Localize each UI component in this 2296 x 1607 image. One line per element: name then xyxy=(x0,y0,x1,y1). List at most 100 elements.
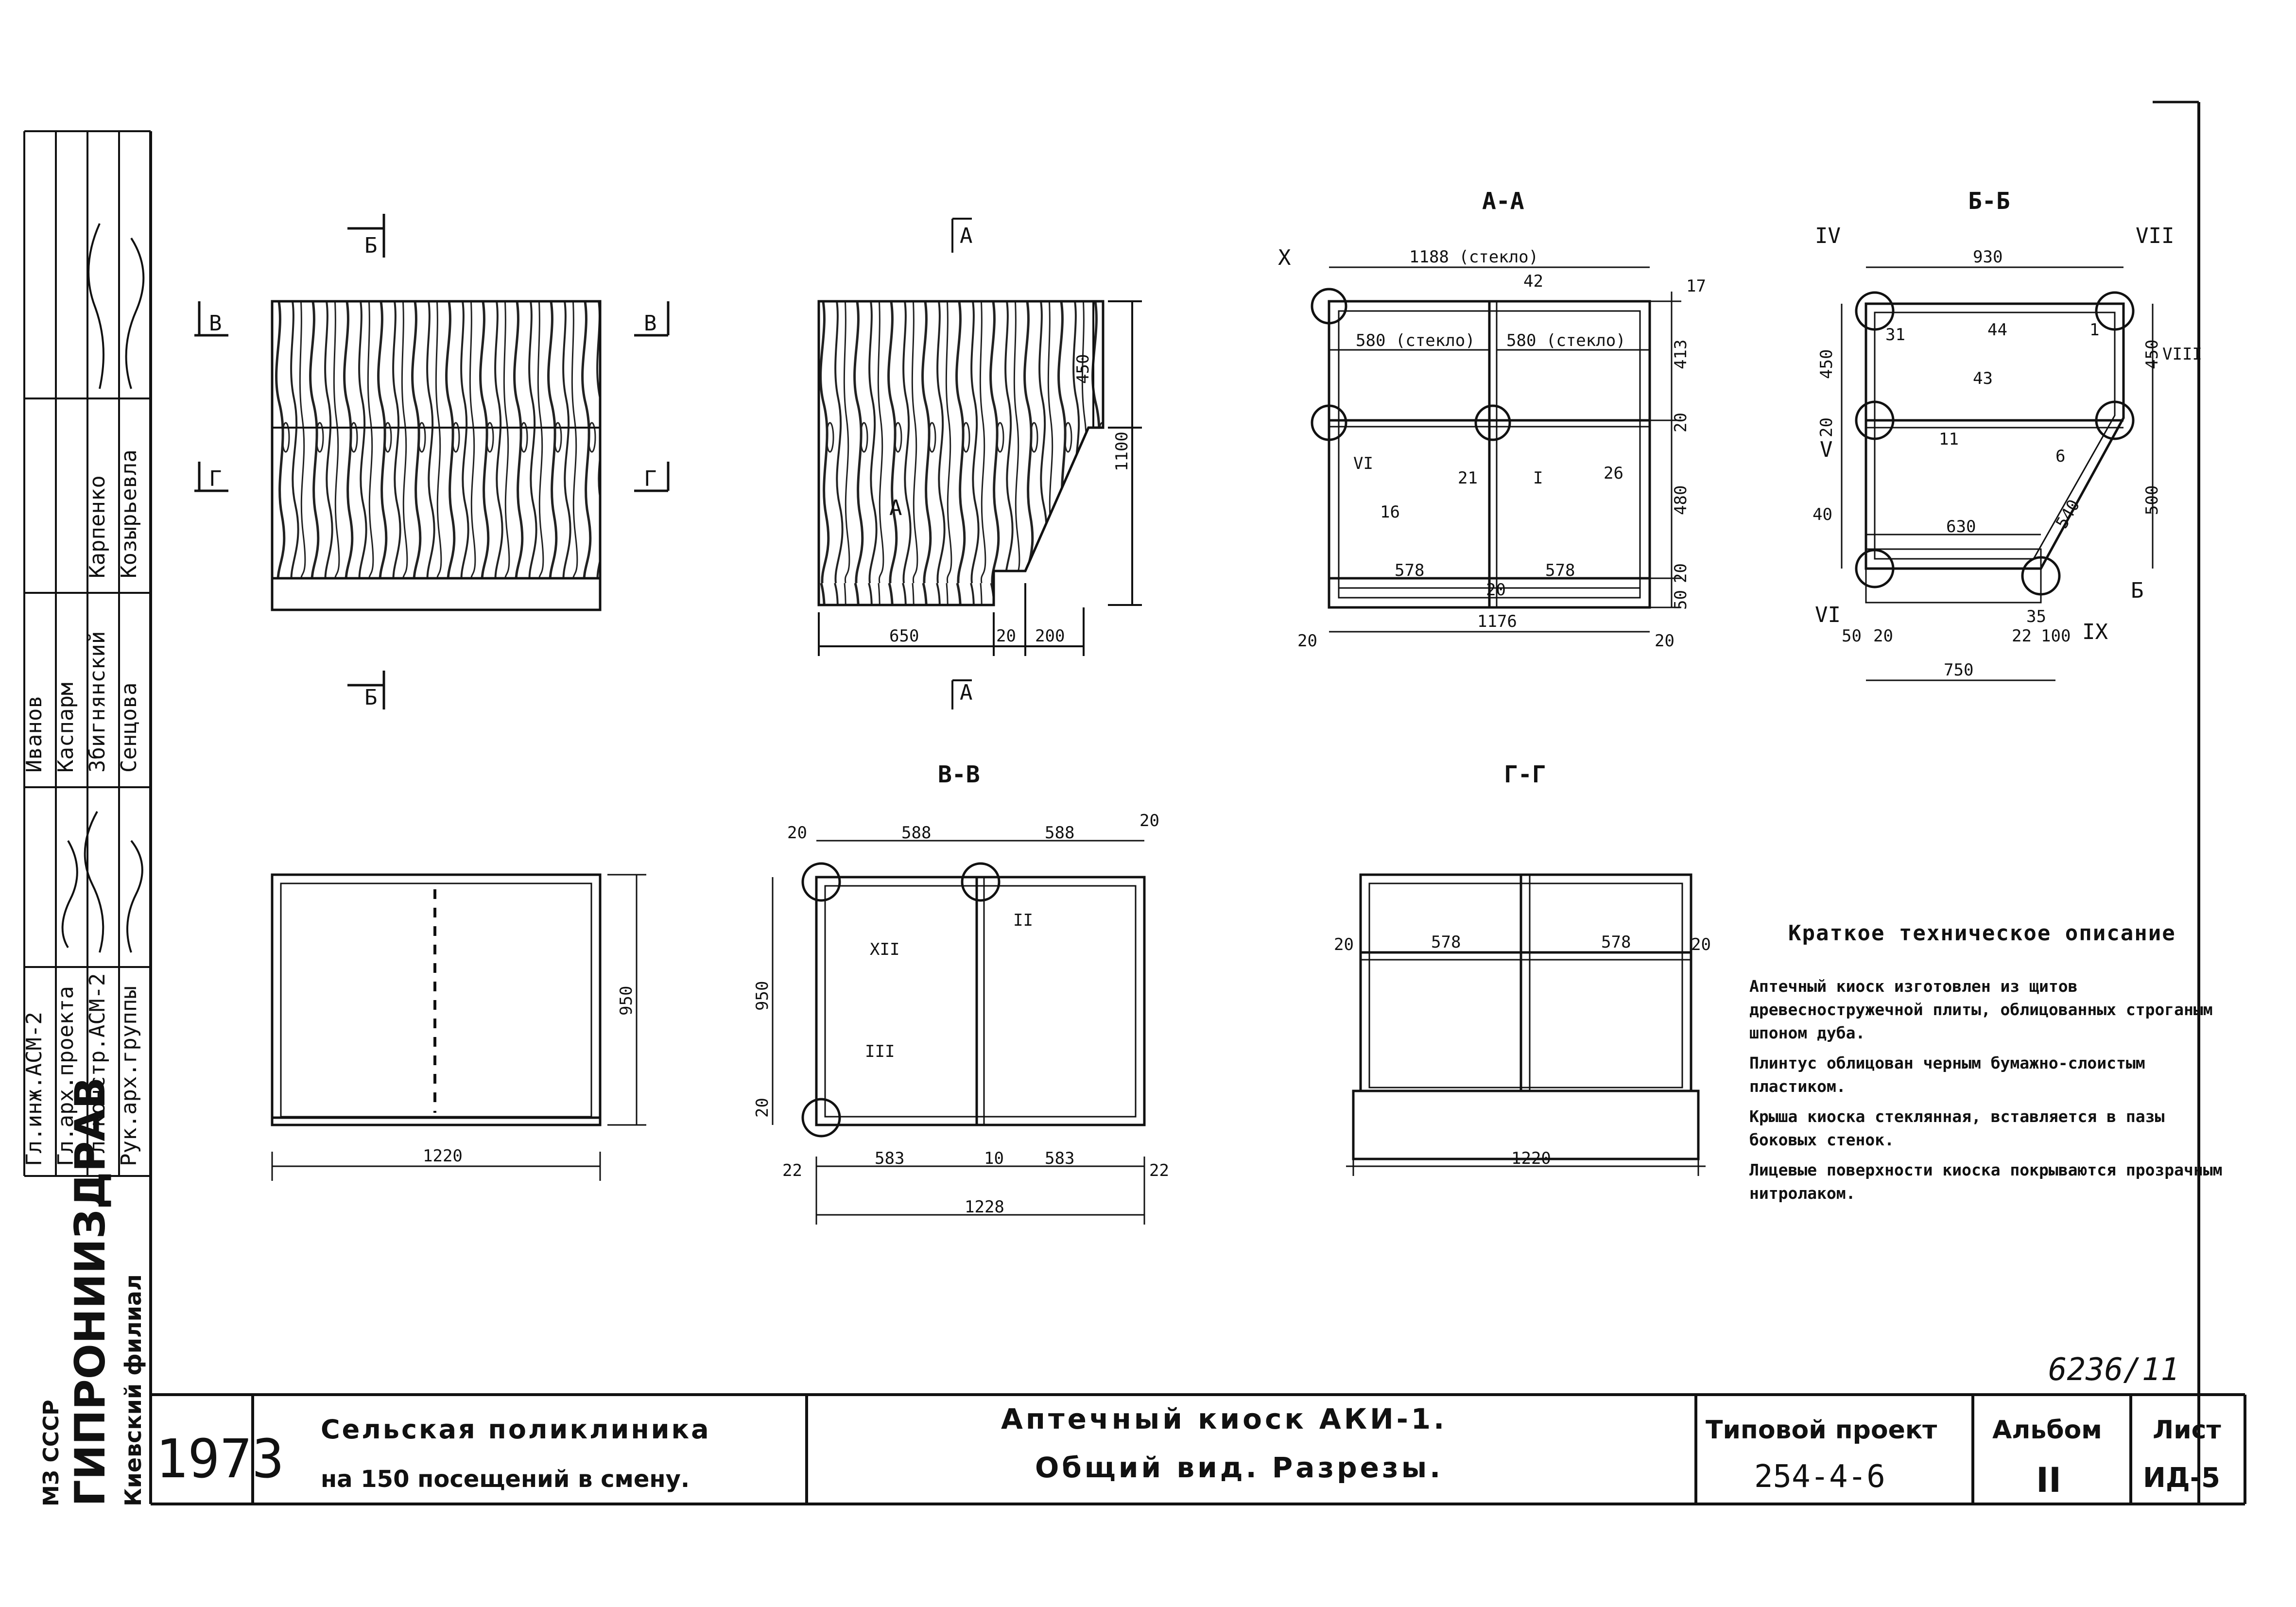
aa-d480: 480 xyxy=(1671,485,1691,515)
aa-glass-total: 1188 (стекло) xyxy=(1409,247,1538,267)
bb-n-v: V xyxy=(1820,437,1833,462)
aa-p26: 26 xyxy=(1604,464,1623,483)
bb-p40: 40 xyxy=(1813,505,1832,524)
bb-d930: 930 xyxy=(1973,247,2003,267)
vv-d22b: 22 xyxy=(1149,1161,1169,1180)
cut-b-top: Б xyxy=(364,233,378,258)
tb-typical-label: Типовой проект xyxy=(1706,1416,1937,1445)
bb-p31: 31 xyxy=(1885,325,1905,345)
side-view: А А 450 1100 650 20 200 А xyxy=(817,218,1142,709)
vv-n-xii: XII xyxy=(870,940,899,959)
tb-project-line2: на 150 посещений в смену. xyxy=(321,1466,690,1493)
section-vv: В-В 20 588 588 20 950 20 22 583 10 583 2… xyxy=(753,761,1169,1225)
vv-d22a: 22 xyxy=(782,1161,802,1180)
side-dim-650: 650 xyxy=(889,626,919,646)
aa-w20r: 20 xyxy=(1655,631,1675,651)
side-dim-200: 200 xyxy=(1035,626,1065,646)
vv-n-iii: III xyxy=(865,1042,895,1061)
bb-p43: 43 xyxy=(1973,369,1993,388)
aa-p21: 21 xyxy=(1458,468,1478,488)
stamp-name-3: Каспарм xyxy=(53,683,78,773)
back-view: 1220 950 xyxy=(271,873,646,1181)
aa-d20b: 20 xyxy=(1671,563,1691,583)
gg-d20a: 20 xyxy=(1334,935,1354,954)
vv-n-ii: II xyxy=(1013,911,1033,930)
tb-drawing-line2: Общий вид. Разрезы. xyxy=(1035,1451,1443,1484)
bb-n-ix: IX xyxy=(2082,620,2108,644)
vv-d588b: 588 xyxy=(1045,823,1074,843)
cut-a-bottom: А xyxy=(960,680,973,705)
description-paragraph-4: Лицевые поверхности киоска покрываются п… xyxy=(1749,1160,2223,1203)
cut-g-right: Г xyxy=(644,467,657,491)
bb-p11: 11 xyxy=(1939,430,1959,449)
side-dim-450: 450 xyxy=(1073,354,1093,384)
tb-sheet-value: ИД-5 xyxy=(2143,1462,2220,1494)
stamp-role-1: Рук.арх.группы xyxy=(117,986,141,1166)
aa-node-vi: VI xyxy=(1353,454,1373,473)
side-mark-a: А xyxy=(889,496,902,520)
stamp-name-1: Сенцова xyxy=(117,683,141,773)
bb-d100: 100 xyxy=(2041,626,2071,646)
aa-d20a: 20 xyxy=(1671,413,1691,432)
tb-sheet-label: Лист xyxy=(2153,1416,2221,1445)
vv-d950: 950 xyxy=(753,981,772,1011)
vv-d583b: 583 xyxy=(1045,1149,1074,1168)
vv-d588a: 588 xyxy=(901,823,931,843)
aa-w1176: 1176 xyxy=(1477,612,1517,631)
description-heading: Краткое техническое описание xyxy=(1788,921,2176,946)
bb-p6: 6 xyxy=(2055,447,2065,466)
back-d950: 950 xyxy=(617,986,636,1016)
bb-n-b: Б xyxy=(2131,578,2144,603)
tb-drawing-line1: Аптечный киоск АКИ-1. xyxy=(1001,1402,1447,1435)
tb-project-line1: Сельская поликлиника xyxy=(321,1414,711,1445)
section-vv-title: В-В xyxy=(938,761,980,788)
aa-d50: 50 xyxy=(1671,590,1691,610)
bb-d630: 630 xyxy=(1946,517,1976,536)
aa-p16: 16 xyxy=(1380,502,1400,522)
bb-p35: 35 xyxy=(2026,607,2046,626)
front-view: Б Б В В Г Г xyxy=(194,214,670,710)
sheet-code: 6236/11 xyxy=(2048,1352,2179,1388)
aa-w20l: 20 xyxy=(1297,631,1317,651)
aa-d413: 413 xyxy=(1671,340,1691,369)
tb-year: 1973 xyxy=(155,1428,284,1490)
bb-d22: 22 xyxy=(2012,626,2032,646)
side-stamp xyxy=(23,130,151,1177)
bb-p1: 1 xyxy=(2089,320,2099,340)
bb-d450a: 450 xyxy=(1817,349,1836,379)
section-gg-title: Г-Г xyxy=(1504,761,1546,788)
section-bb-title: Б-Б xyxy=(1968,188,2010,215)
tb-album-label: Альбом xyxy=(1992,1416,2102,1445)
stamp-role-2: Гл.констр.АСМ-2 xyxy=(85,973,110,1166)
org-line-1: МЗ СССР xyxy=(39,1400,64,1506)
stamp-texts: Рук.арх.группы Гл.констр.АСМ-2 Гл.арх.пр… xyxy=(22,449,141,1166)
cut-v-left: В xyxy=(209,311,222,336)
side-dim-20: 20 xyxy=(996,626,1016,646)
bb-n-viii: VIII xyxy=(2162,345,2202,364)
bb-d540: 540 xyxy=(2052,496,2084,532)
bb-n-iv: IV xyxy=(1815,224,1841,248)
bb-d20b: 20 xyxy=(1873,626,1893,646)
cut-g-left: Г xyxy=(209,467,222,491)
cut-a-top: А xyxy=(960,224,973,248)
org-line-3: Киевский филиал xyxy=(120,1274,146,1506)
side-dim-1100: 1100 xyxy=(1112,432,1132,471)
section-aa: А-А 1188 (стекло) 580 (стекло) 580 (ст xyxy=(1278,188,1706,651)
aa-w20: 20 xyxy=(1486,580,1506,600)
aa-glass-left: 580 (стекло) xyxy=(1356,331,1475,350)
stamp-name-2: Збигнянский xyxy=(85,631,110,773)
gg-d578a: 578 xyxy=(1431,933,1461,952)
section-bb: Б-Б 930 450 450 20 540 500 630 50 20 2 xyxy=(1813,188,2202,681)
tb-typical-value: 254-4-6 xyxy=(1754,1459,1885,1495)
aa-glass-right: 580 (стекло) xyxy=(1506,331,1626,350)
bb-n-vii: VII xyxy=(2136,224,2174,248)
vv-d1228: 1228 xyxy=(965,1197,1004,1217)
bb-p44: 44 xyxy=(1987,320,2007,340)
bb-d50: 50 xyxy=(1842,626,1862,646)
gg-d578b: 578 xyxy=(1601,933,1631,952)
vv-d20b: 20 xyxy=(1139,811,1159,830)
description-paragraph-2: Плинтус облицован черным бумажно-слоисты… xyxy=(1749,1054,2145,1096)
description-paragraph-1: Аптечный киоск изготовлен из щитов древе… xyxy=(1749,977,2213,1042)
stamp-role-4: Гл.инж.АСМ-2 xyxy=(22,1012,47,1166)
bb-n-vi: VI xyxy=(1815,603,1841,627)
